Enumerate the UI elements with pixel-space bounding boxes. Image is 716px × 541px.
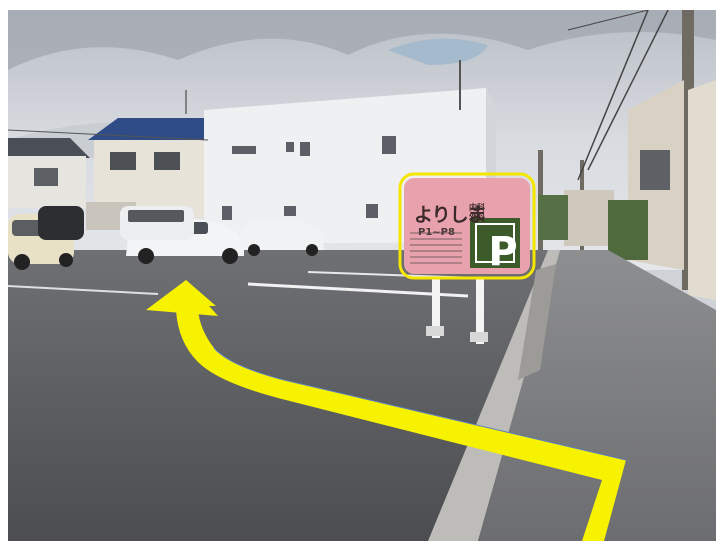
- sign-post: [432, 278, 440, 338]
- parking-range: P1~P8: [418, 227, 455, 238]
- arrow-head: [146, 280, 218, 316]
- trees: [608, 200, 648, 260]
- sign-p-box: [470, 218, 520, 268]
- sidewalk: [478, 250, 716, 541]
- blue-sky-patch: [388, 38, 488, 65]
- van-white: [120, 206, 194, 240]
- car-white-2: [240, 218, 324, 256]
- house-left-roof: [8, 138, 90, 160]
- arrow-shaft: [158, 280, 626, 541]
- parking-symbol: P: [488, 229, 518, 275]
- house-blue-roof: [88, 118, 208, 140]
- scene-illustration: [8, 10, 716, 541]
- curb: [428, 250, 560, 541]
- clinic-departments: 内科外科: [469, 203, 485, 221]
- sign-highlight: [398, 172, 536, 280]
- parking-photo: よりしま 内科外科 P1~P8 P: [8, 10, 716, 541]
- car-dark: [38, 206, 84, 240]
- clinic-name: よりしま: [414, 204, 487, 226]
- sign-small-print: [410, 232, 462, 264]
- sign-post: [476, 278, 484, 344]
- cloud: [8, 10, 716, 70]
